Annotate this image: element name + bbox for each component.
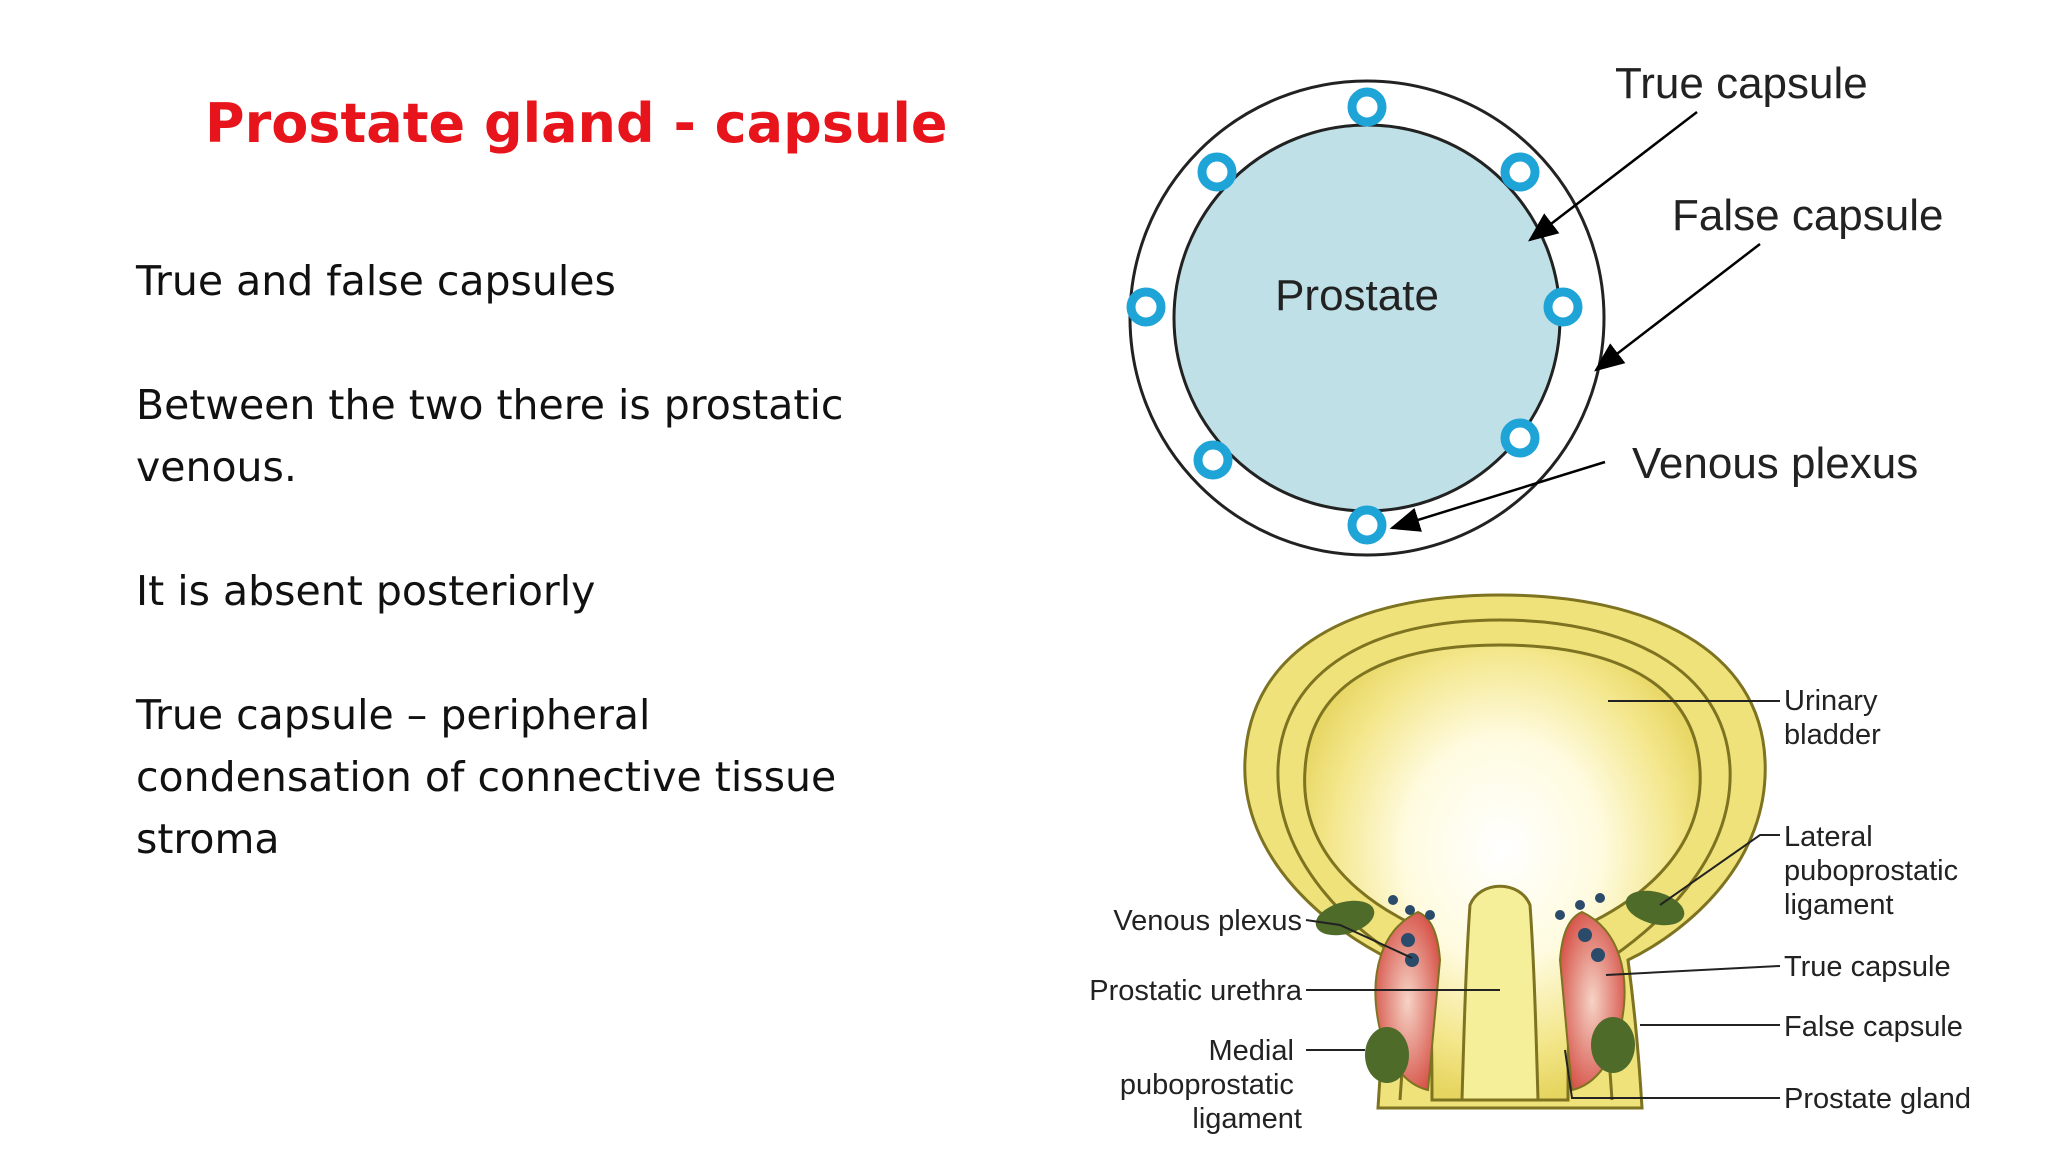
- vein-ring: [1347, 87, 1387, 127]
- leader-prostate-gland: [1564, 1049, 1780, 1099]
- bullet-item: True and false capsules: [136, 257, 616, 305]
- vein-ring: [1126, 287, 1166, 327]
- vein-dot: [1405, 905, 1415, 915]
- true-capsule-label: True capsule: [1615, 59, 1868, 108]
- prostatic-urethra: [1460, 884, 1540, 1102]
- vein-dot: [1401, 933, 1415, 947]
- vein-dot: [1595, 893, 1605, 903]
- venous-plexus-dots: [1388, 893, 1605, 967]
- vein-ring: [1347, 505, 1387, 545]
- vein-dot: [1555, 910, 1565, 920]
- arrow-true-capsule: [1528, 111, 1698, 242]
- venous-plexus-label-lower: Venous plexus: [1113, 905, 1302, 937]
- lateral-ligament-left: [1315, 900, 1375, 936]
- vein-ring: [1543, 287, 1583, 327]
- true-capsule-label-lower: True capsule: [1784, 951, 1951, 983]
- lateral-puboprostatic-label: Lateral puboprostatic ligament: [1784, 821, 1966, 921]
- vein-ring: [1197, 152, 1237, 192]
- leader-lines: [1305, 700, 1781, 1099]
- label-line: puboprostatic: [1784, 855, 1958, 887]
- label-line: Lateral: [1784, 821, 1873, 853]
- venous-plexus-rings: [1126, 87, 1583, 545]
- leader-lateral-ligament: [1659, 834, 1780, 906]
- label-line: bladder: [1784, 719, 1881, 751]
- arrow-false-capsule: [1594, 243, 1761, 372]
- prostatic-urethra-label: Prostatic urethra: [1089, 975, 1303, 1007]
- prostate-gland-label: Prostate gland: [1784, 1083, 1971, 1115]
- vein-ring: [1193, 440, 1233, 480]
- label-line: Medial: [1209, 1035, 1294, 1067]
- capsule-cross-section: Prostate True capsule False capsule Veno…: [1126, 59, 1943, 557]
- prostate-label: Prostate: [1275, 271, 1439, 320]
- medial-puboprostatic-label: Medial puboprostatic ligament: [1120, 1035, 1302, 1135]
- leader-arrows: [1389, 111, 1761, 532]
- label-line: ligament: [1784, 889, 1894, 921]
- vein-dot: [1575, 900, 1585, 910]
- vein-dot: [1591, 948, 1605, 962]
- slide-title: Prostate gland - capsule: [205, 92, 948, 155]
- label-line: Urinary: [1784, 685, 1878, 717]
- urinary-bladder-label: Urinary bladder: [1784, 685, 1886, 751]
- bullet-list: True and false capsules Between the two …: [136, 250, 916, 932]
- venous-plexus-label: Venous plexus: [1632, 439, 1918, 488]
- leader-venous-plexus: [1305, 919, 1413, 959]
- vein-dot: [1578, 928, 1592, 942]
- medial-ligament-right: [1591, 1017, 1635, 1073]
- bullet-item: True capsule – peripheral condensation o…: [136, 691, 837, 863]
- vein-dot: [1425, 910, 1435, 920]
- false-capsule-label-lower: False capsule: [1784, 1011, 1963, 1043]
- arrow-venous-plexus: [1389, 460, 1606, 532]
- label-line: puboprostatic: [1120, 1069, 1294, 1101]
- label-line: ligament: [1192, 1103, 1302, 1135]
- bullet-item: Between the two there is prostatic venou…: [136, 381, 844, 491]
- leader-true-capsule: [1605, 965, 1781, 976]
- bladder-prostate-section: Urinary bladder Lateral puboprostatic li…: [1089, 593, 1971, 1135]
- vein-ring: [1500, 418, 1540, 458]
- vein-ring: [1500, 152, 1540, 192]
- vein-dot: [1388, 895, 1398, 905]
- bullet-item: It is absent posteriorly: [136, 567, 596, 615]
- medial-ligament-left: [1365, 1027, 1409, 1083]
- false-capsule-label: False capsule: [1672, 191, 1943, 240]
